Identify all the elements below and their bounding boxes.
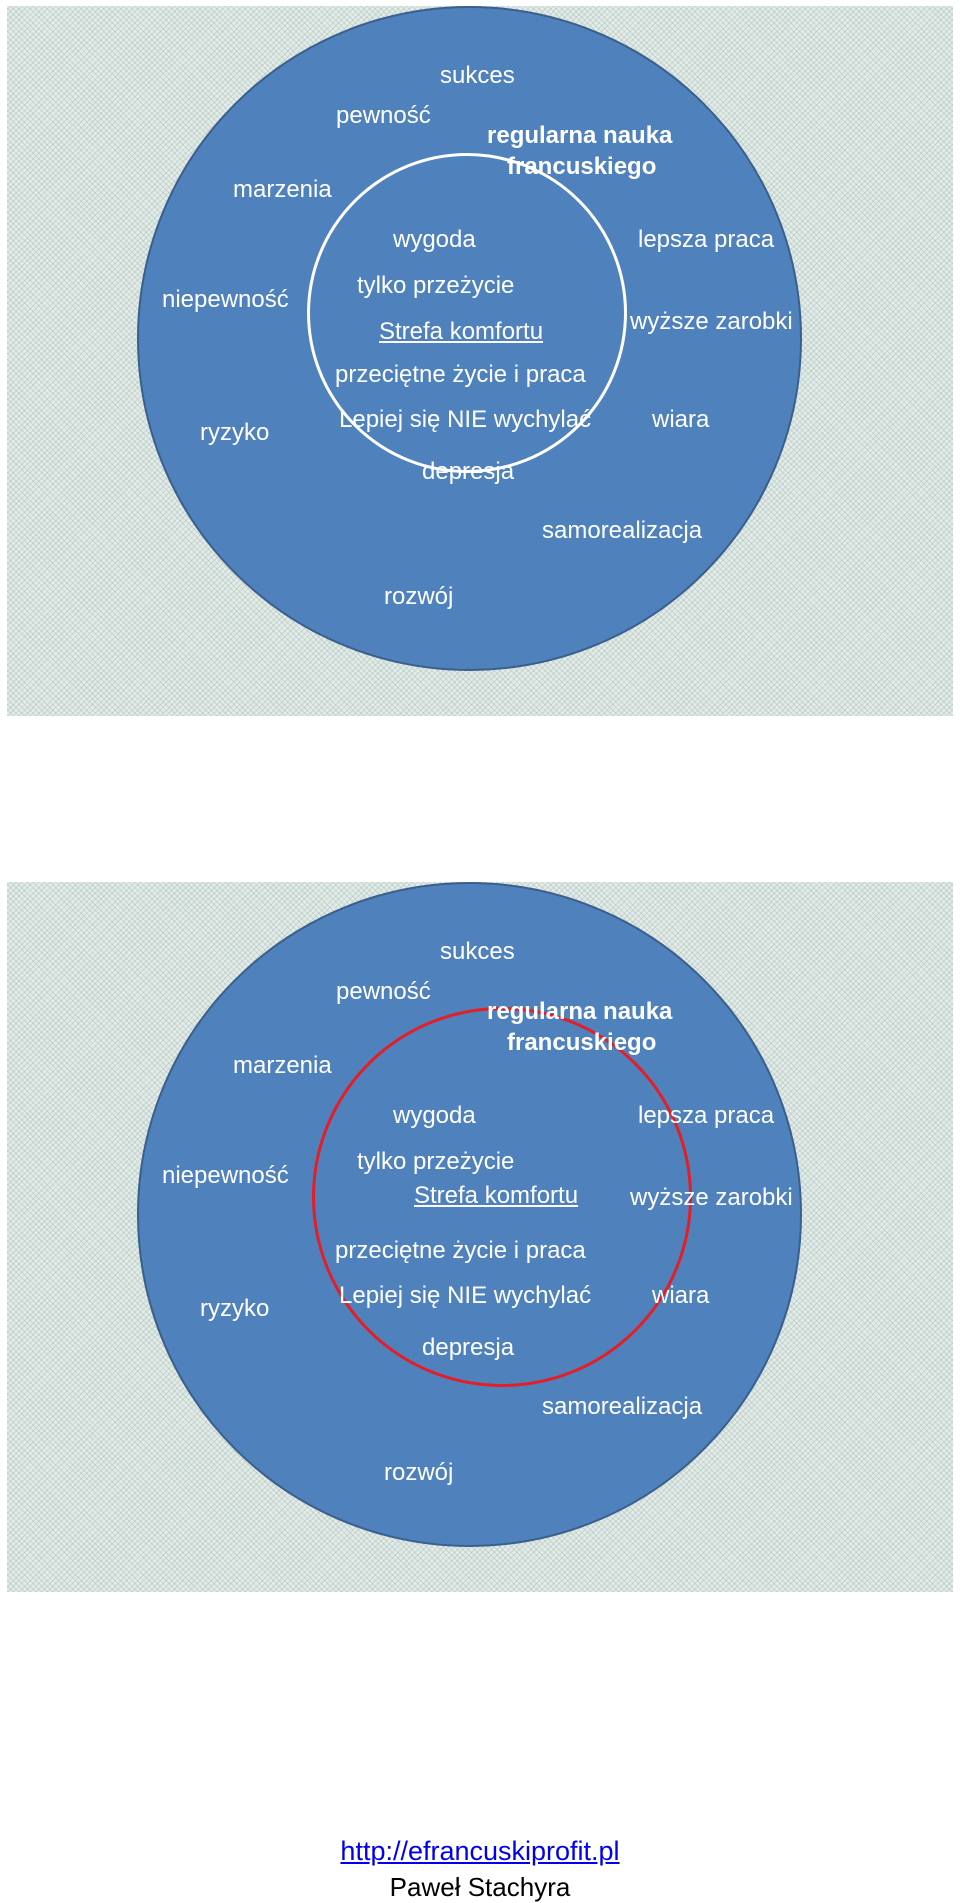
expanded-comfort-zone-circle — [312, 1007, 692, 1387]
word-depresja: depresja — [422, 1334, 515, 1361]
word-lepiej-sie: Lepiej się NIE wychylać — [339, 1282, 592, 1309]
word-wygoda: wygoda — [393, 1102, 476, 1129]
word-pewnosc: pewność — [336, 978, 431, 1005]
word-pewnosc: pewność — [336, 102, 431, 129]
word-samorealizacja: samorealizacja — [542, 1393, 703, 1420]
highlight-line-1: regularna nauka — [487, 998, 673, 1025]
word-ryzyko: ryzyko — [200, 419, 270, 446]
word-wyzsze-zarobki: wyższe zarobki — [630, 308, 793, 335]
word-wiara: wiara — [652, 406, 710, 433]
highlight-line-1: regularna nauka — [487, 122, 673, 149]
word-sukces: sukces — [440, 938, 515, 965]
word-marzenia: marzenia — [233, 176, 332, 203]
word-samorealizacja: samorealizacja — [542, 517, 703, 544]
diagram-panel-2: sukces pewność marzenia niepewność ryzyk… — [7, 882, 953, 1592]
word-tylko-przezycie: tylko przeżycie — [357, 272, 515, 299]
word-tylko-przezycie: tylko przeżycie — [357, 1148, 515, 1175]
author-name: Paweł Stachyra — [389, 1872, 571, 1902]
comfort-zone-circle — [307, 153, 627, 473]
word-niepewnosc: niepewność — [162, 286, 289, 313]
word-rozwoj: rozwój — [384, 1459, 454, 1486]
word-lepsza-praca: lepsza praca — [638, 226, 775, 253]
website-link[interactable]: http://efrancuskiprofit.pl — [340, 1836, 620, 1866]
word-wygoda: wygoda — [393, 226, 476, 253]
highlight-line-2: francuskiego — [507, 1029, 657, 1056]
word-lepsza-praca: lepsza praca — [638, 1102, 775, 1129]
word-rozwoj: rozwój — [384, 583, 454, 610]
word-wiara: wiara — [652, 1282, 710, 1309]
word-sukces: sukces — [440, 62, 515, 89]
word-lepiej-sie: Lepiej się NIE wychylać — [339, 406, 592, 433]
word-przecietne-zycie: przeciętne życie i praca — [335, 361, 586, 388]
highlight-line-2: francuskiego — [507, 153, 657, 180]
word-depresja: depresja — [422, 458, 515, 485]
word-marzenia: marzenia — [233, 1052, 332, 1079]
word-przecietne-zycie: przeciętne życie i praca — [335, 1237, 586, 1264]
word-strefa-komfortu: Strefa komfortu — [379, 318, 544, 345]
diagram-panel-1: sukces pewność marzenia niepewność ryzyk… — [7, 6, 953, 716]
word-wyzsze-zarobki: wyższe zarobki — [630, 1184, 793, 1211]
word-strefa-komfortu: Strefa komfortu — [414, 1182, 579, 1209]
word-ryzyko: ryzyko — [200, 1295, 270, 1322]
word-niepewnosc: niepewność — [162, 1162, 289, 1189]
